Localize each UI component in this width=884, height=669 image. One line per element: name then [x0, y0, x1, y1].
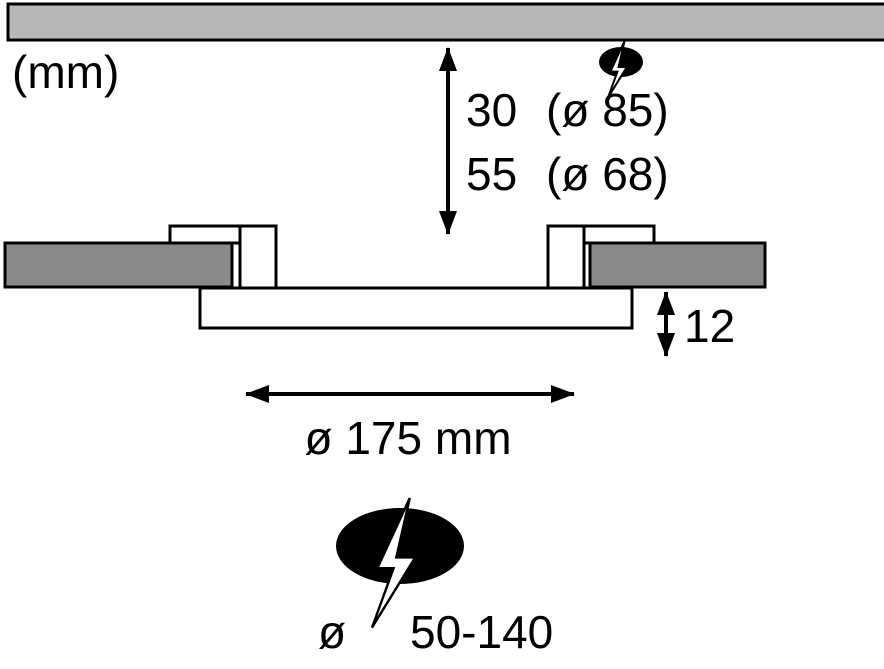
depth-value-30: 30 [466, 84, 517, 136]
depth-value-55: 55 [466, 148, 517, 200]
housing-wall-right [546, 224, 586, 290]
lightning-bolt-icon [372, 498, 415, 628]
ceiling-block-left [3, 241, 234, 289]
depth-dia-85: (ø 85) [546, 84, 669, 136]
panel-frame [198, 286, 634, 330]
range-value-label: 50-140 [410, 606, 553, 658]
ceiling-slab [6, 2, 884, 42]
mounting-clip-right [582, 224, 656, 245]
range-prefix-label: ø [318, 606, 346, 658]
cutout-diameter-label: ø 175 mm [304, 412, 511, 464]
lightning-bolt-icon [608, 41, 627, 98]
depth-dia-68: (ø 68) [546, 148, 669, 200]
mounting-clip-left [168, 224, 242, 245]
unit-label: (mm) [12, 46, 119, 98]
ceiling-block-right [588, 241, 767, 289]
housing-wall-left [238, 224, 278, 290]
electric-connection-symbol-large [336, 498, 464, 628]
electric-connection-symbol-small [599, 41, 643, 98]
frame-height-label: 12 [684, 300, 735, 352]
electric-ellipse [599, 47, 643, 77]
